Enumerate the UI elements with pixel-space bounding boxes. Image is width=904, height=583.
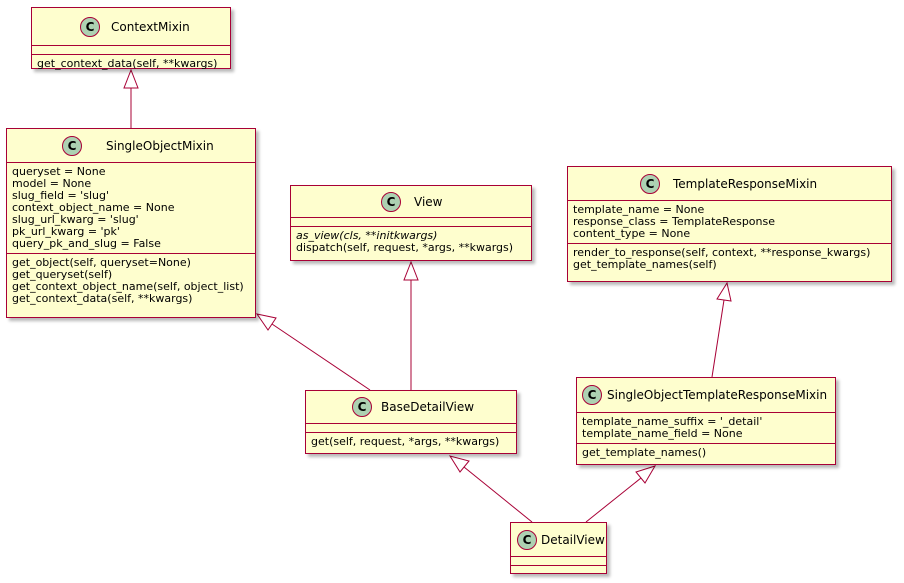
field: content_type = None [573, 227, 691, 240]
field: response_class = TemplateResponse [573, 215, 776, 228]
method: get_template_names(self) [573, 258, 717, 271]
fields-section [306, 424, 516, 432]
edge-sotrm-trm [711, 299, 725, 378]
field: slug_field = 'slug' [12, 189, 109, 202]
field: context_object_name = None [12, 201, 175, 214]
class-icon: C [352, 397, 372, 417]
methods-section: get_object(self, queryset=None) get_quer… [7, 253, 255, 308]
field: model = None [12, 177, 92, 190]
method: get_object(self, queryset=None) [12, 256, 191, 269]
class-name: View [414, 195, 443, 209]
method: dispatch(self, request, *args, **kwargs) [296, 241, 514, 254]
class-base-detail-view[interactable]: C BaseDetailView get(self, request, *arg… [305, 390, 517, 454]
class-view[interactable]: C View as_view(cls, **initkwargs) dispat… [290, 185, 532, 261]
edge-detailview-sotrm [585, 477, 642, 523]
method: get_template_names() [582, 446, 707, 459]
field: query_pk_and_slug = False [12, 237, 161, 250]
field: slug_url_kwarg = 'slug' [12, 213, 139, 226]
class-single-object-template-response-mixin[interactable]: C SingleObjectTemplateResponseMixin temp… [576, 377, 836, 465]
class-detail-view[interactable]: C DetailView [510, 522, 607, 574]
class-name: TemplateResponseMixin [673, 177, 818, 191]
class-context-mixin[interactable]: C ContextMixin get_context_data(self, **… [31, 7, 231, 70]
fields-section [32, 46, 230, 54]
inheritance-arrowhead [448, 455, 470, 473]
class-name: SingleObjectMixin [106, 139, 214, 153]
fields-section: template_name_suffix = '_detail' templat… [577, 413, 835, 443]
inheritance-arrowhead [255, 313, 277, 331]
inheritance-arrowhead [403, 260, 419, 281]
methods-section: get_template_names() [577, 443, 835, 462]
abstract-method: as_view(cls, **initkwargs) [296, 229, 438, 242]
field: template_name = None [573, 203, 705, 216]
class-icon: C [582, 385, 602, 405]
inheritance-arrowhead [635, 465, 657, 484]
edge-basedetailview-singleobjectmixin [271, 323, 371, 391]
class-icon: C [80, 17, 100, 37]
fields-section: template_name = None response_class = Te… [568, 201, 891, 243]
class-name: ContextMixin [111, 20, 190, 34]
inheritance-arrowhead [716, 281, 732, 302]
methods-section: as_view(cls, **initkwargs) dispatch(self… [291, 226, 531, 257]
field: pk_url_kwarg = 'pk' [12, 225, 120, 238]
method: get_context_data(self, **kwargs) [12, 292, 193, 305]
field: queryset = None [12, 165, 106, 178]
methods-section: get(self, request, *args, **kwargs) [306, 432, 516, 451]
method: get_queryset(self) [12, 268, 113, 281]
class-name: DetailView [541, 533, 605, 547]
fields-section: queryset = None model = None slug_field … [7, 163, 255, 253]
methods-section: render_to_response(self, context, **resp… [568, 243, 891, 274]
field: template_name_suffix = '_detail' [582, 415, 763, 428]
class-name: SingleObjectTemplateResponseMixin [607, 388, 828, 402]
class-icon: C [640, 174, 660, 194]
edge-detailview-basedetailview [463, 466, 533, 523]
inheritance-arrowhead [123, 68, 139, 89]
method: render_to_response(self, context, **resp… [573, 246, 871, 259]
method: get_context_object_name(self, object_lis… [12, 280, 244, 293]
fields-section [511, 557, 606, 565]
method: get(self, request, *args, **kwargs) [311, 435, 500, 448]
methods-section: get_context_data(self, **kwargs) [32, 54, 230, 73]
class-icon: C [517, 530, 537, 550]
field: template_name_field = None [582, 427, 743, 440]
fields-section [291, 218, 531, 226]
class-icon: C [62, 136, 82, 156]
class-template-response-mixin[interactable]: C TemplateResponseMixin template_name = … [567, 166, 892, 282]
methods-section [511, 565, 606, 573]
class-icon: C [381, 192, 401, 212]
class-single-object-mixin[interactable]: C SingleObjectMixin queryset = None mode… [6, 128, 256, 318]
class-name: BaseDetailView [381, 400, 475, 414]
method: get_context_data(self, **kwargs) [37, 57, 218, 70]
